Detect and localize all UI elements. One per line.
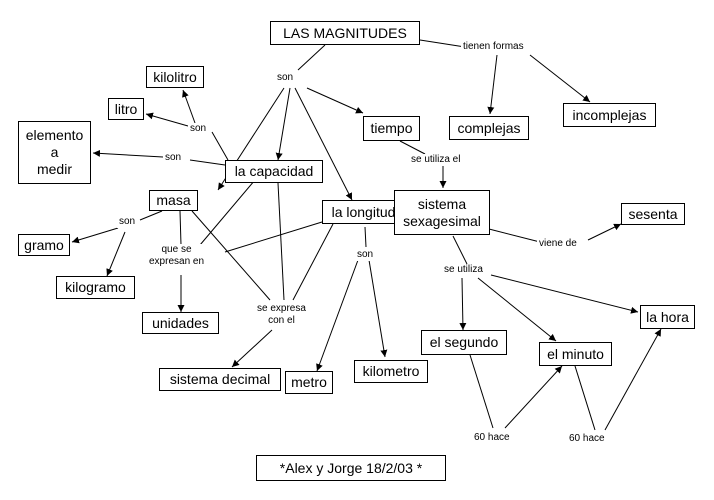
node-unidades: unidades: [142, 312, 219, 334]
edge-son-capacidad: [275, 87, 291, 161]
node-sistema-sexagesimal: sistema sexagesimal: [394, 190, 490, 235]
node-la-capacidad: la capacidad: [225, 160, 323, 183]
edge-son-kilogramo: [106, 231, 126, 277]
edge-segundo-60hace: [469, 354, 494, 429]
label-se-expresa-con-el: se expresa con el: [255, 303, 308, 327]
label-se-utiliza-el: se utiliza el: [409, 154, 463, 166]
label-son-elemento: son: [163, 152, 184, 164]
edge-magnitudes-tienen: [419, 39, 466, 48]
label-se-utiliza: se utiliza: [442, 264, 485, 276]
edge-son-elemento: [92, 149, 164, 158]
edge-capacidad-queSe: [199, 179, 256, 246]
edge-seUtiliza-minuto: [477, 277, 557, 342]
edge-seExpresa-sistemaDecimal: [231, 329, 273, 368]
node-elemento-a-medir: elemento a medir: [18, 121, 91, 184]
edge-capacidad-seExpresa: [277, 182, 285, 301]
edge-son-gramo: [71, 227, 119, 244]
node-sesenta: sesenta: [621, 203, 685, 225]
label-son-longitud: son: [355, 249, 376, 261]
node-el-minuto: el minuto: [539, 342, 612, 366]
edge-minuto-60hace: [574, 365, 596, 431]
edge-vieneDe-sesenta: [587, 223, 622, 241]
edge-tienen-incomplejas: [529, 54, 591, 103]
edge-tienen-complejas: [487, 54, 498, 115]
edge-capacidad-son: [211, 131, 229, 161]
node-el-segundo: el segundo: [421, 330, 507, 355]
edge-masa-queSe: [179, 210, 182, 246]
label-60-hace-1: 60 hace: [472, 432, 512, 444]
edge-son-metro: [316, 259, 359, 372]
edge-60hace-minuto: [504, 365, 563, 429]
node-metro: metro: [285, 371, 333, 394]
node-sistema-decimal: sistema decimal: [159, 368, 281, 391]
edge-son-tiempo: [306, 87, 364, 114]
label-son-capacidad: son: [188, 123, 209, 135]
edge-60hace-hora: [604, 328, 662, 431]
label-son-masa: son: [117, 216, 138, 228]
node-kilolitro: kilolitro: [146, 66, 204, 88]
edge-seUtiliza-segundo: [459, 277, 467, 331]
label-60-hace-2: 60 hace: [567, 433, 607, 445]
node-tiempo: tiempo: [363, 116, 420, 141]
edge-sexagesimal-vieneDe: [488, 228, 541, 243]
edge-longitud-queSe: [224, 221, 323, 253]
label-que-se-expresan-en: que se expresan en: [147, 244, 207, 268]
node-kilometro: kilometro: [354, 360, 428, 383]
node-footer-authors: *Alex y Jorge 18/2/03 *: [256, 455, 446, 481]
label-son-main: son: [275, 72, 296, 84]
node-la-longitud: la longitud: [322, 200, 405, 224]
edge-longitud-son: [364, 226, 367, 248]
edge-seUtiliza-hora: [490, 274, 639, 314]
node-gramo: gramo: [18, 234, 70, 256]
node-litro: litro: [108, 98, 144, 120]
edge-sexagesimal-seUtiliza: [452, 235, 468, 265]
node-complejas: complejas: [449, 116, 529, 140]
edge-son-litro: [145, 112, 189, 127]
edge-capacidad-son2: [189, 159, 226, 166]
node-la-hora: la hora: [640, 305, 695, 329]
edge-son-kilolitro: [182, 89, 196, 124]
node-incomplejas: incomplejas: [563, 103, 656, 127]
edge-son-kilometro: [368, 259, 388, 358]
edge-son-longitud: [294, 87, 353, 201]
node-las-magnitudes: LAS MAGNITUDES: [270, 21, 420, 45]
edge-magnitudes-son: [297, 44, 326, 71]
edge-masa-seExpresa: [191, 210, 271, 301]
node-masa: masa: [149, 190, 198, 211]
edge-tiempo-seUtilizaEl: [399, 140, 426, 155]
node-kilogramo: kilogramo: [56, 276, 135, 299]
label-tienen-formas: tienen formas: [461, 41, 526, 53]
label-viene-de: viene de: [537, 238, 579, 250]
edge-longitud-seExpresa: [292, 223, 334, 301]
edge-masa-son: [139, 210, 163, 221]
